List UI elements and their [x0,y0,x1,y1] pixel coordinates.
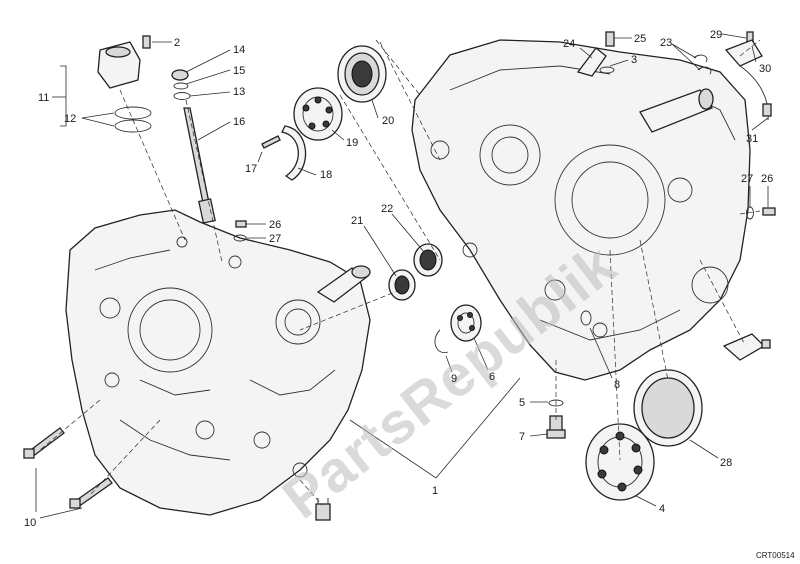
assembly-lines [39,39,761,506]
callout-22: 22 [381,203,393,215]
callout-18: 18 [320,169,332,181]
callout-25: 25 [634,33,646,45]
callout-7: 7 [519,431,525,443]
bearing-19 [293,87,343,141]
callout-20: 20 [382,115,394,127]
bracket-24-bolt-25 [576,31,615,77]
left-crankcase-half [65,209,371,516]
callout-27-right: 27 [741,173,753,185]
seal-20 [337,45,387,103]
callout-28: 28 [720,457,732,469]
callout-10: 10 [24,517,36,529]
callout-27-left: 27 [269,233,281,245]
bearing-21 [388,269,416,301]
callout-26-right: 26 [761,173,773,185]
right-crankcase-half [411,39,751,381]
callout-26-left: 26 [269,219,281,231]
drawing-code: CRT00514 [756,551,795,560]
cap-part-11 [97,35,151,89]
pin-26-washer-27-right [746,206,776,220]
leader-lines [35,33,769,519]
callout-17: 17 [245,163,257,175]
rod-16 [183,107,216,224]
seal-22 [413,243,443,277]
callout-6: 6 [489,371,495,383]
bracket-right [722,333,771,361]
callout-5: 5 [519,397,525,409]
callout-30: 30 [759,63,771,75]
callout-21: 21 [351,215,363,227]
callout-23: 23 [660,37,672,49]
callout-3: 3 [631,54,637,66]
callout-24: 24 [563,38,575,50]
callout-8: 8 [614,379,620,391]
o-ring-8 [580,310,592,326]
nut-washers-13-15 [171,69,191,100]
bearing-6 [450,304,482,342]
callout-12: 12 [64,113,76,125]
callout-4: 4 [659,503,665,515]
bolts-10 [23,427,113,509]
bearing-4 [585,423,655,501]
seal-28 [633,369,703,447]
callout-13: 13 [233,86,245,98]
screw-17-clip-18 [261,125,307,181]
callout-16: 16 [233,116,245,128]
circlip-9 [434,329,449,354]
callout-1: 1 [432,485,438,497]
callout-15: 15 [233,65,245,77]
callout-2: 2 [174,37,180,49]
callout-31: 31 [746,133,758,145]
callout-14: 14 [233,44,245,56]
callout-labels: 2 11 12 14 15 13 16 17 18 19 20 26 27 21… [24,29,773,529]
callout-11: 11 [38,92,49,104]
sensor-bottom [315,498,331,521]
callout-9: 9 [451,373,457,385]
callout-19: 19 [346,137,358,149]
callout-29: 29 [710,29,722,41]
